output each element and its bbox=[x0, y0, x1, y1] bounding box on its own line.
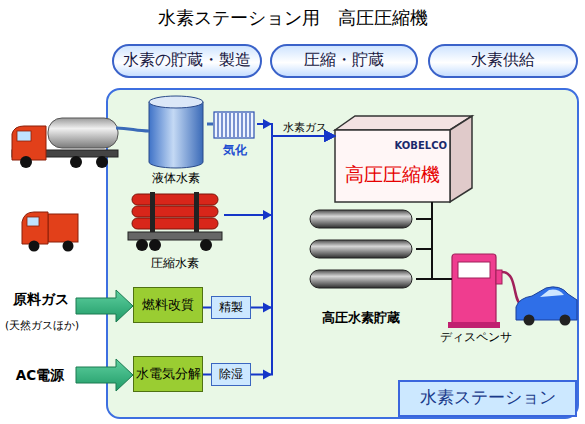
dispenser-base bbox=[448, 322, 500, 328]
process-box: 燃料改質 bbox=[133, 287, 203, 323]
tube-trailer: 圧縮水素 bbox=[126, 190, 224, 276]
pipe-line bbox=[203, 307, 211, 309]
node-label: 燃料改質 bbox=[142, 298, 194, 312]
tank-truck bbox=[12, 118, 118, 168]
pipe-line bbox=[207, 123, 213, 126]
compressor-top bbox=[335, 116, 472, 130]
node-label: 気化 bbox=[213, 143, 257, 159]
category-label: 圧縮・貯蔵 bbox=[304, 52, 384, 69]
flow-label: 水素ガス bbox=[276, 121, 334, 135]
node-label: 液体水素 bbox=[145, 171, 207, 187]
category-label: 水素供給 bbox=[471, 52, 535, 69]
tank-body bbox=[149, 102, 203, 168]
category-label: 水素の貯蔵・製造 bbox=[123, 52, 251, 69]
vaporizer-fin bbox=[241, 113, 242, 137]
flow-arrow bbox=[257, 124, 335, 136]
trailer-wheel bbox=[149, 239, 161, 251]
gas-tube bbox=[132, 218, 218, 229]
gas-tube bbox=[132, 206, 218, 217]
process-box: 精製 bbox=[211, 296, 251, 319]
gas-tube bbox=[132, 194, 218, 205]
vaporizer-fin bbox=[237, 113, 238, 137]
trailer-chassis bbox=[128, 232, 222, 240]
tube-strap bbox=[194, 192, 199, 232]
nozzle-holder bbox=[496, 270, 502, 284]
flow-arrow bbox=[251, 136, 335, 375]
station-area: 水素ステーション 液体水素気化圧縮水素燃料改質 精製水電気分解 除湿 KOBELCO 高圧… bbox=[106, 88, 579, 419]
compressor-side bbox=[450, 116, 472, 202]
input-label: 原料ガス bbox=[2, 291, 80, 309]
node-label: 水電気分解 bbox=[136, 367, 201, 381]
vaporizer-fin bbox=[217, 113, 218, 137]
vaporizer-fin bbox=[221, 113, 222, 137]
compressor-box-outline bbox=[335, 116, 472, 202]
node-label: 圧縮水素 bbox=[126, 256, 224, 272]
storage-cylinder bbox=[310, 210, 412, 228]
vaporizer-fin bbox=[245, 113, 246, 137]
compressor-front bbox=[335, 130, 450, 202]
node-label: 除湿 bbox=[219, 368, 243, 381]
delivery-truck bbox=[22, 212, 78, 252]
storage-cylinder bbox=[310, 240, 412, 258]
node-label: 精製 bbox=[219, 301, 243, 314]
tube-strap bbox=[150, 192, 155, 232]
vaporizer-fin bbox=[225, 113, 226, 137]
dispenser-body bbox=[452, 254, 496, 326]
node-label: KOBELCO bbox=[385, 138, 447, 152]
vaporizer: 気化 bbox=[213, 110, 257, 162]
tank-top bbox=[149, 96, 203, 108]
node-label: 高圧圧縮機 bbox=[335, 160, 450, 188]
flow-arrow bbox=[224, 136, 335, 215]
category-pill: 水素の貯蔵・製造 bbox=[112, 44, 262, 78]
storage-tanks: 高圧水素貯蔵 bbox=[306, 206, 416, 330]
trailer-wheel bbox=[136, 239, 148, 251]
flow-arrow bbox=[251, 136, 335, 308]
trailer-wheel bbox=[200, 239, 212, 251]
dispenser-screen bbox=[458, 262, 490, 278]
category-pill: 圧縮・貯蔵 bbox=[270, 44, 418, 78]
vaporizer-fin bbox=[229, 113, 230, 137]
process-box: 除湿 bbox=[211, 363, 251, 386]
pipe-line bbox=[416, 202, 432, 219]
station-label: 水素ステーション bbox=[398, 380, 577, 417]
pipe-line bbox=[203, 374, 211, 376]
node-label: 高圧水素貯蔵 bbox=[306, 309, 416, 327]
vaporizer-fin bbox=[249, 113, 250, 137]
vaporizer-frame bbox=[214, 112, 254, 138]
pipe-line bbox=[416, 278, 436, 280]
node-label: ディスペンサ bbox=[436, 330, 516, 345]
dispenser: ディスペンサ bbox=[436, 250, 516, 345]
input-label: (天然ガスほか) bbox=[0, 319, 84, 333]
liquid-hydrogen-tank: 液体水素 bbox=[145, 94, 207, 190]
storage-cylinder bbox=[310, 270, 412, 288]
compressor-box: KOBELCO 高圧圧縮機 bbox=[335, 116, 472, 202]
vaporizer-fin bbox=[233, 113, 234, 137]
input-label: AC電源 bbox=[4, 366, 76, 384]
category-pill: 水素供給 bbox=[428, 44, 578, 78]
process-box: 水電気分解 bbox=[133, 356, 203, 392]
diagram-title: 水素ステーション用 高圧圧縮機 bbox=[0, 8, 585, 28]
